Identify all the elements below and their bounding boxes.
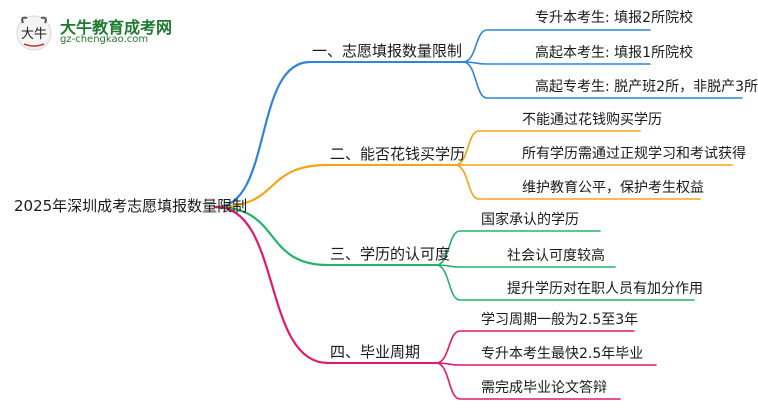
branch-1-leaf-2-connector [462,61,651,65]
branch-2-label: 二、能否花钱买学历 [330,145,466,163]
branch-4-leaf-2-connector [435,362,657,366]
bull-mascot-icon: 大牛 [16,15,52,51]
root-topic: 2025年深圳成考志愿填报数量限制 [14,197,248,215]
branch-2-leaf-2: 所有学历需通过正规学习和考试获得 [522,146,746,162]
branch-3-leaf-3-connector [435,264,695,301]
branch-3-leaf-1-connector [435,230,601,266]
branch-1-leaf-1: 专升本考生: 填报2所院校 [535,10,694,26]
branch-4-leaf-1: 学习周期一般为2.5至3年 [481,312,639,328]
branch-3-connector [214,205,330,267]
branch-4-leaf-3-connector [435,362,621,400]
branch-4-leaf-2: 专升本考生最快2.5年毕业 [481,346,644,362]
branch-1-leaf-3-connector [462,61,743,99]
branch-1-leaf-2: 高起本考生: 填报1所院校 [535,45,694,61]
branch-1-leaf-1-connector [462,29,651,63]
branch-2-leaf-1: 不能通过花钱购买学历 [522,112,662,128]
branch-3-label: 三、学历的认可度 [330,245,451,263]
logo-url: gz-chengkao.com [60,34,149,45]
branch-4-connector [214,205,330,365]
logo-title: 大牛教育成考网 [60,18,173,37]
site-logo[interactable]: 大牛 大牛教育成考网 gz-chengkao.com [14,12,224,52]
branch-3-leaf-2-connector [435,264,616,268]
branch-4-label: 四、毕业周期 [330,343,421,361]
branch-4-leaf-3: 需完成毕业论文答辩 [481,380,607,396]
branch-2-leaf-1-connector [454,130,641,166]
svg-text:大牛: 大牛 [21,27,47,42]
branch-2-leaf-3-connector [454,164,701,200]
branch-2-leaf-3: 维护教育公平，保护考生权益 [522,180,704,196]
branch-2-connector [214,163,330,209]
branch-1-leaf-3: 高起专考生: 脱产班2所，非脱产3所 [535,79,758,95]
branch-3-leaf-3: 提升学历对在职人员有加分作用 [507,281,703,297]
branch-3-leaf-2: 社会认可度较高 [507,248,605,264]
branch-1-connector [214,60,312,209]
branch-4-leaf-1-connector [435,330,635,364]
branch-3-leaf-1: 国家承认的学历 [481,212,579,228]
branch-1-label: 一、志愿填报数量限制 [312,42,463,60]
